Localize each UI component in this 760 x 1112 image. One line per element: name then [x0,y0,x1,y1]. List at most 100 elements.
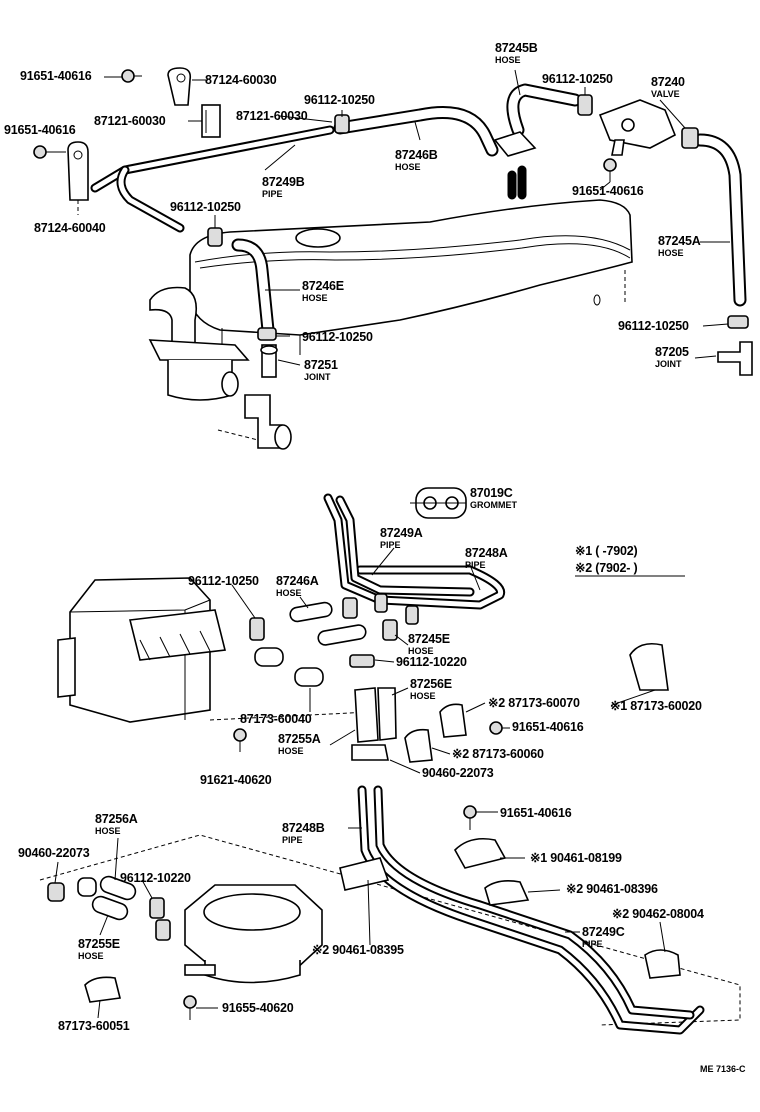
part-type: JOINT [655,359,682,369]
hose-87256e [354,687,397,743]
part-number: 87019C [470,486,513,500]
screw-icon [603,158,617,182]
part-number: ※1 90461-08199 [530,851,622,865]
part-number: 87173-60040 [240,712,312,726]
hose-small-2 [294,667,324,687]
clamp-mid-4 [374,593,388,613]
part-number: 90460-22073 [422,766,494,780]
clamp-mid-5 [349,654,375,668]
clamp-bottom-3 [149,897,165,919]
clamp-87124-60040 [67,141,89,215]
part-number: 87240 [651,75,685,89]
clamp-bottom-1 [47,882,65,902]
part-type: HOSE [410,691,436,701]
part-number: 87255A [278,732,321,746]
part-label-l36: 91621-40620 [200,773,272,787]
part-number: 96112-10220 [396,655,467,669]
part-number: 87251 [304,358,338,372]
bracket-90461-08395 [339,857,390,891]
part-type: JOINT [304,372,331,382]
part-label-l3: 87121-60030 [94,114,166,128]
part-number: 87256A [95,812,138,826]
part-label-l39: ※1 90461-08199 [530,851,622,865]
part-type: PIPE [380,540,401,550]
part-number: 87255E [78,937,120,951]
clamp-top-6 [727,315,749,329]
clamp-top-5 [257,327,277,341]
part-number: 87249C [582,925,625,939]
clip-87173-60051 [84,976,121,1003]
part-number: 91651-40616 [500,806,572,820]
clamp-90461-08199 [454,837,507,869]
clamp-mid-1 [249,617,265,641]
part-number: 96112-10250 [170,200,241,214]
clamp-90461-08396 [484,880,530,906]
hose-87256a [99,875,137,901]
tube-stubs [507,165,527,200]
part-label-l4: 91651-40616 [4,123,76,137]
part-number: ※2 90461-08395 [312,943,404,957]
pipe-87249b [90,125,335,233]
leader-lines-middle [231,502,656,774]
clamp-bottom-4 [155,919,171,941]
part-number: 91655-40620 [222,1001,294,1015]
outlet-pipe [217,394,292,450]
part-label-l1: 91651-40616 [20,69,92,83]
part-type: HOSE [302,293,328,303]
legend-line-2: ※2 (7902- ) [575,561,638,575]
part-type: HOSE [78,951,104,961]
part-type: HOSE [278,746,304,756]
part-number: 87249A [380,526,423,540]
part-type: HOSE [276,588,302,598]
bolt-icon-5 [183,995,197,1020]
part-number: 87246E [302,279,344,293]
part-number: 87256E [410,677,452,691]
leader-lines-bottom [54,811,666,1019]
part-number: 91651-40616 [512,720,584,734]
part-number: 96112-10250 [304,93,375,107]
clamp-top-4 [207,227,223,247]
part-type: HOSE [495,55,521,65]
drawing-code: ME 7136-C [700,1064,746,1074]
part-type: HOSE [658,248,684,258]
part-number: 90460-22073 [18,846,90,860]
part-number: 87121-60030 [94,114,166,128]
part-number: ※2 90462-08004 [612,907,704,921]
clamp-mid-3 [382,619,398,641]
part-label-l40: ※2 90461-08396 [566,882,658,896]
part-label-l6: 96112-10250 [304,93,375,107]
part-number: 96112-10250 [302,330,373,344]
part-label-l46: 96112-10220 [120,871,191,885]
joint-87205 [717,341,753,376]
part-number: 96112-10250 [618,319,689,333]
leader-lines-top [46,69,730,366]
bolt-icon-6 [463,805,477,830]
part-type: VALVE [651,89,680,99]
part-label-l17: 96112-10250 [302,330,373,344]
part-label-l38: 91651-40616 [500,806,572,820]
clamp-mid-2 [342,597,358,619]
part-type: HOSE [408,646,434,656]
part-number: 96112-10250 [542,72,613,86]
bracket-87173-60070 [439,703,467,738]
part-number: 91651-40616 [572,184,644,198]
legend-line-1: ※1 ( -7902) [575,544,638,558]
part-type: PIPE [262,189,283,199]
part-number: 96112-10220 [120,871,191,885]
bracket-87121-60030 [201,104,221,138]
part-number: 96112-10250 [188,574,259,588]
clamp-87124-60030 [167,67,192,106]
part-type: PIPE [465,560,486,570]
part-label-l12: 96112-10250 [542,72,613,86]
heater-unit [57,577,371,723]
